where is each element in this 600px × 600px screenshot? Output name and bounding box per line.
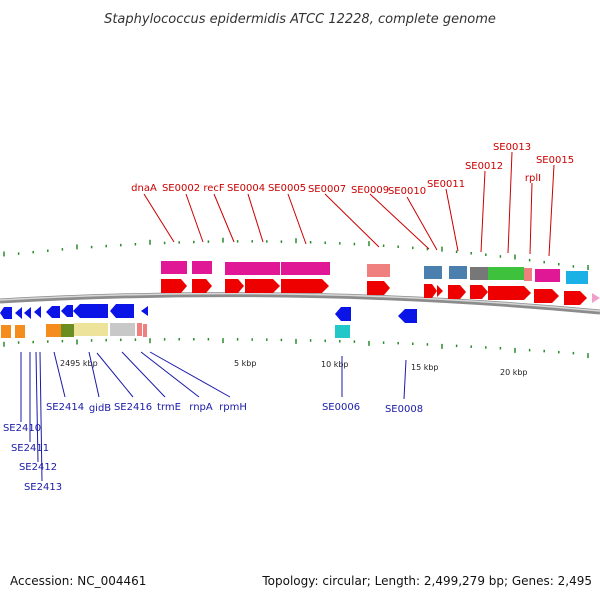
- gene-box[interactable]: [424, 266, 442, 279]
- gene-label-SE0013[interactable]: SE0013: [493, 142, 531, 153]
- gene-box[interactable]: [488, 267, 524, 280]
- forward-gene-arrow[interactable]: [534, 289, 559, 303]
- gene-label-SE2416[interactable]: SE2416: [114, 402, 152, 413]
- forward-cds-row: [161, 279, 600, 305]
- forward-gene-arrow[interactable]: [161, 279, 187, 293]
- gene-box[interactable]: [143, 324, 147, 337]
- reverse-gene-arrow[interactable]: [73, 304, 108, 318]
- gene-label-SE0010[interactable]: SE0010: [388, 186, 426, 197]
- leader-lines-bottom: [20, 351, 407, 482]
- gene-label-rpmH[interactable]: rpmH: [219, 402, 247, 413]
- forward-gene-arrow[interactable]: [488, 286, 531, 300]
- gene-label-rnpA[interactable]: rnpA: [189, 402, 213, 413]
- reverse-gene-arrow[interactable]: [15, 307, 22, 319]
- gene-box[interactable]: [281, 262, 330, 275]
- reverse-gene-arrow[interactable]: [335, 307, 351, 321]
- gene-box[interactable]: [137, 323, 142, 336]
- gene-label-SE0007[interactable]: SE0007: [308, 184, 346, 195]
- gene-box[interactable]: [225, 262, 245, 275]
- forward-gene-arrow[interactable]: [448, 285, 466, 299]
- reverse-gene-arrow[interactable]: [141, 306, 148, 316]
- gene-label-SE2411[interactable]: SE2411: [11, 443, 49, 454]
- reverse-cds-row: [0, 304, 417, 323]
- leader-lines-top: [143, 151, 555, 257]
- gene-box[interactable]: [161, 261, 187, 274]
- gene-box[interactable]: [470, 267, 488, 280]
- reverse-gene-arrow[interactable]: [24, 307, 31, 319]
- gene-box[interactable]: [335, 325, 350, 338]
- ruler-label: 2495 kbp: [60, 359, 98, 368]
- feature-row-upper: [161, 261, 588, 284]
- forward-gene-arrow[interactable]: [470, 285, 488, 299]
- reverse-gene-arrow[interactable]: [61, 305, 73, 317]
- gene-label-SE2412[interactable]: SE2412: [19, 462, 57, 473]
- gene-box[interactable]: [535, 269, 560, 282]
- gene-label-dnaA[interactable]: dnaA: [131, 183, 157, 194]
- gene-box[interactable]: [110, 323, 135, 336]
- forward-gene-arrow[interactable]: [424, 284, 437, 298]
- gene-label-SE2410[interactable]: SE2410: [3, 423, 41, 434]
- forward-gene-arrow[interactable]: [245, 279, 280, 293]
- gene-label-SE0009[interactable]: SE0009: [351, 185, 389, 196]
- gene-label-SE0015[interactable]: SE0015: [536, 155, 574, 166]
- reverse-gene-arrow[interactable]: [34, 306, 41, 318]
- gene-label-trmE[interactable]: trmE: [157, 402, 181, 413]
- forward-gene-arrow[interactable]: [564, 291, 587, 305]
- gene-label-SE0011[interactable]: SE0011: [427, 179, 465, 190]
- gene-label-SE0004[interactable]: SE0004: [227, 183, 265, 194]
- gene-box[interactable]: [245, 262, 280, 275]
- accession-text: Accession: NC_004461: [10, 574, 147, 588]
- gene-box[interactable]: [74, 323, 108, 336]
- genome-summary-text: Topology: circular; Length: 2,499,279 bp…: [262, 574, 592, 588]
- feature-row-lower: [1, 323, 350, 338]
- gene-label-SE2414[interactable]: SE2414: [46, 402, 84, 413]
- gene-label-SE0005[interactable]: SE0005: [268, 183, 306, 194]
- map-title: Staphylococcus epidermidis ATCC 12228, c…: [104, 12, 496, 27]
- gene-box[interactable]: [61, 324, 74, 337]
- ruler-ticks-top: [3, 237, 589, 270]
- gene-box[interactable]: [192, 261, 212, 274]
- gene-box[interactable]: [46, 324, 61, 337]
- gene-box[interactable]: [1, 325, 11, 338]
- ruler-label: 5 kbp: [234, 359, 256, 368]
- gene-label-SE0006[interactable]: SE0006: [322, 402, 360, 413]
- gene-labels-top: dnaA SE0002 recF SE0004 SE0005 SE0007 SE…: [131, 142, 574, 197]
- gene-box[interactable]: [524, 268, 532, 281]
- gene-box[interactable]: [15, 325, 25, 338]
- gene-label-rplI[interactable]: rplI: [525, 173, 541, 184]
- gene-box[interactable]: [367, 264, 390, 277]
- forward-gene-arrow[interactable]: [367, 281, 390, 295]
- genome-backbone-highlight: [0, 292, 600, 312]
- ruler-ticks-bottom: [3, 338, 589, 359]
- reverse-gene-arrow[interactable]: [46, 306, 60, 318]
- reverse-gene-arrow[interactable]: [0, 307, 12, 319]
- gene-label-gidB[interactable]: gidB: [89, 403, 111, 414]
- forward-gene-arrow[interactable]: [592, 293, 600, 303]
- forward-gene-arrow[interactable]: [225, 279, 244, 293]
- gene-label-SE0012[interactable]: SE0012: [465, 161, 503, 172]
- genome-backbone: [0, 292, 600, 315]
- ruler-label: 15 kbp: [411, 363, 439, 372]
- gene-box[interactable]: [566, 271, 588, 284]
- forward-gene-arrow[interactable]: [281, 279, 329, 293]
- forward-gene-arrow[interactable]: [437, 285, 443, 297]
- gene-label-SE0002[interactable]: SE0002: [162, 183, 200, 194]
- ruler-label: 10 kbp: [321, 360, 349, 369]
- gene-label-SE2413[interactable]: SE2413: [24, 482, 62, 493]
- gene-box[interactable]: [449, 266, 467, 279]
- gene-label-recF[interactable]: recF: [203, 183, 225, 194]
- reverse-gene-arrow[interactable]: [110, 304, 134, 318]
- reverse-gene-arrow[interactable]: [398, 309, 417, 323]
- gene-label-SE0008[interactable]: SE0008: [385, 404, 423, 415]
- ruler-label: 20 kbp: [500, 368, 528, 377]
- forward-gene-arrow[interactable]: [192, 279, 212, 293]
- gene-labels-bottom: SE2410 SE2411 SE2412 SE2413 SE2414 gidB …: [3, 402, 423, 493]
